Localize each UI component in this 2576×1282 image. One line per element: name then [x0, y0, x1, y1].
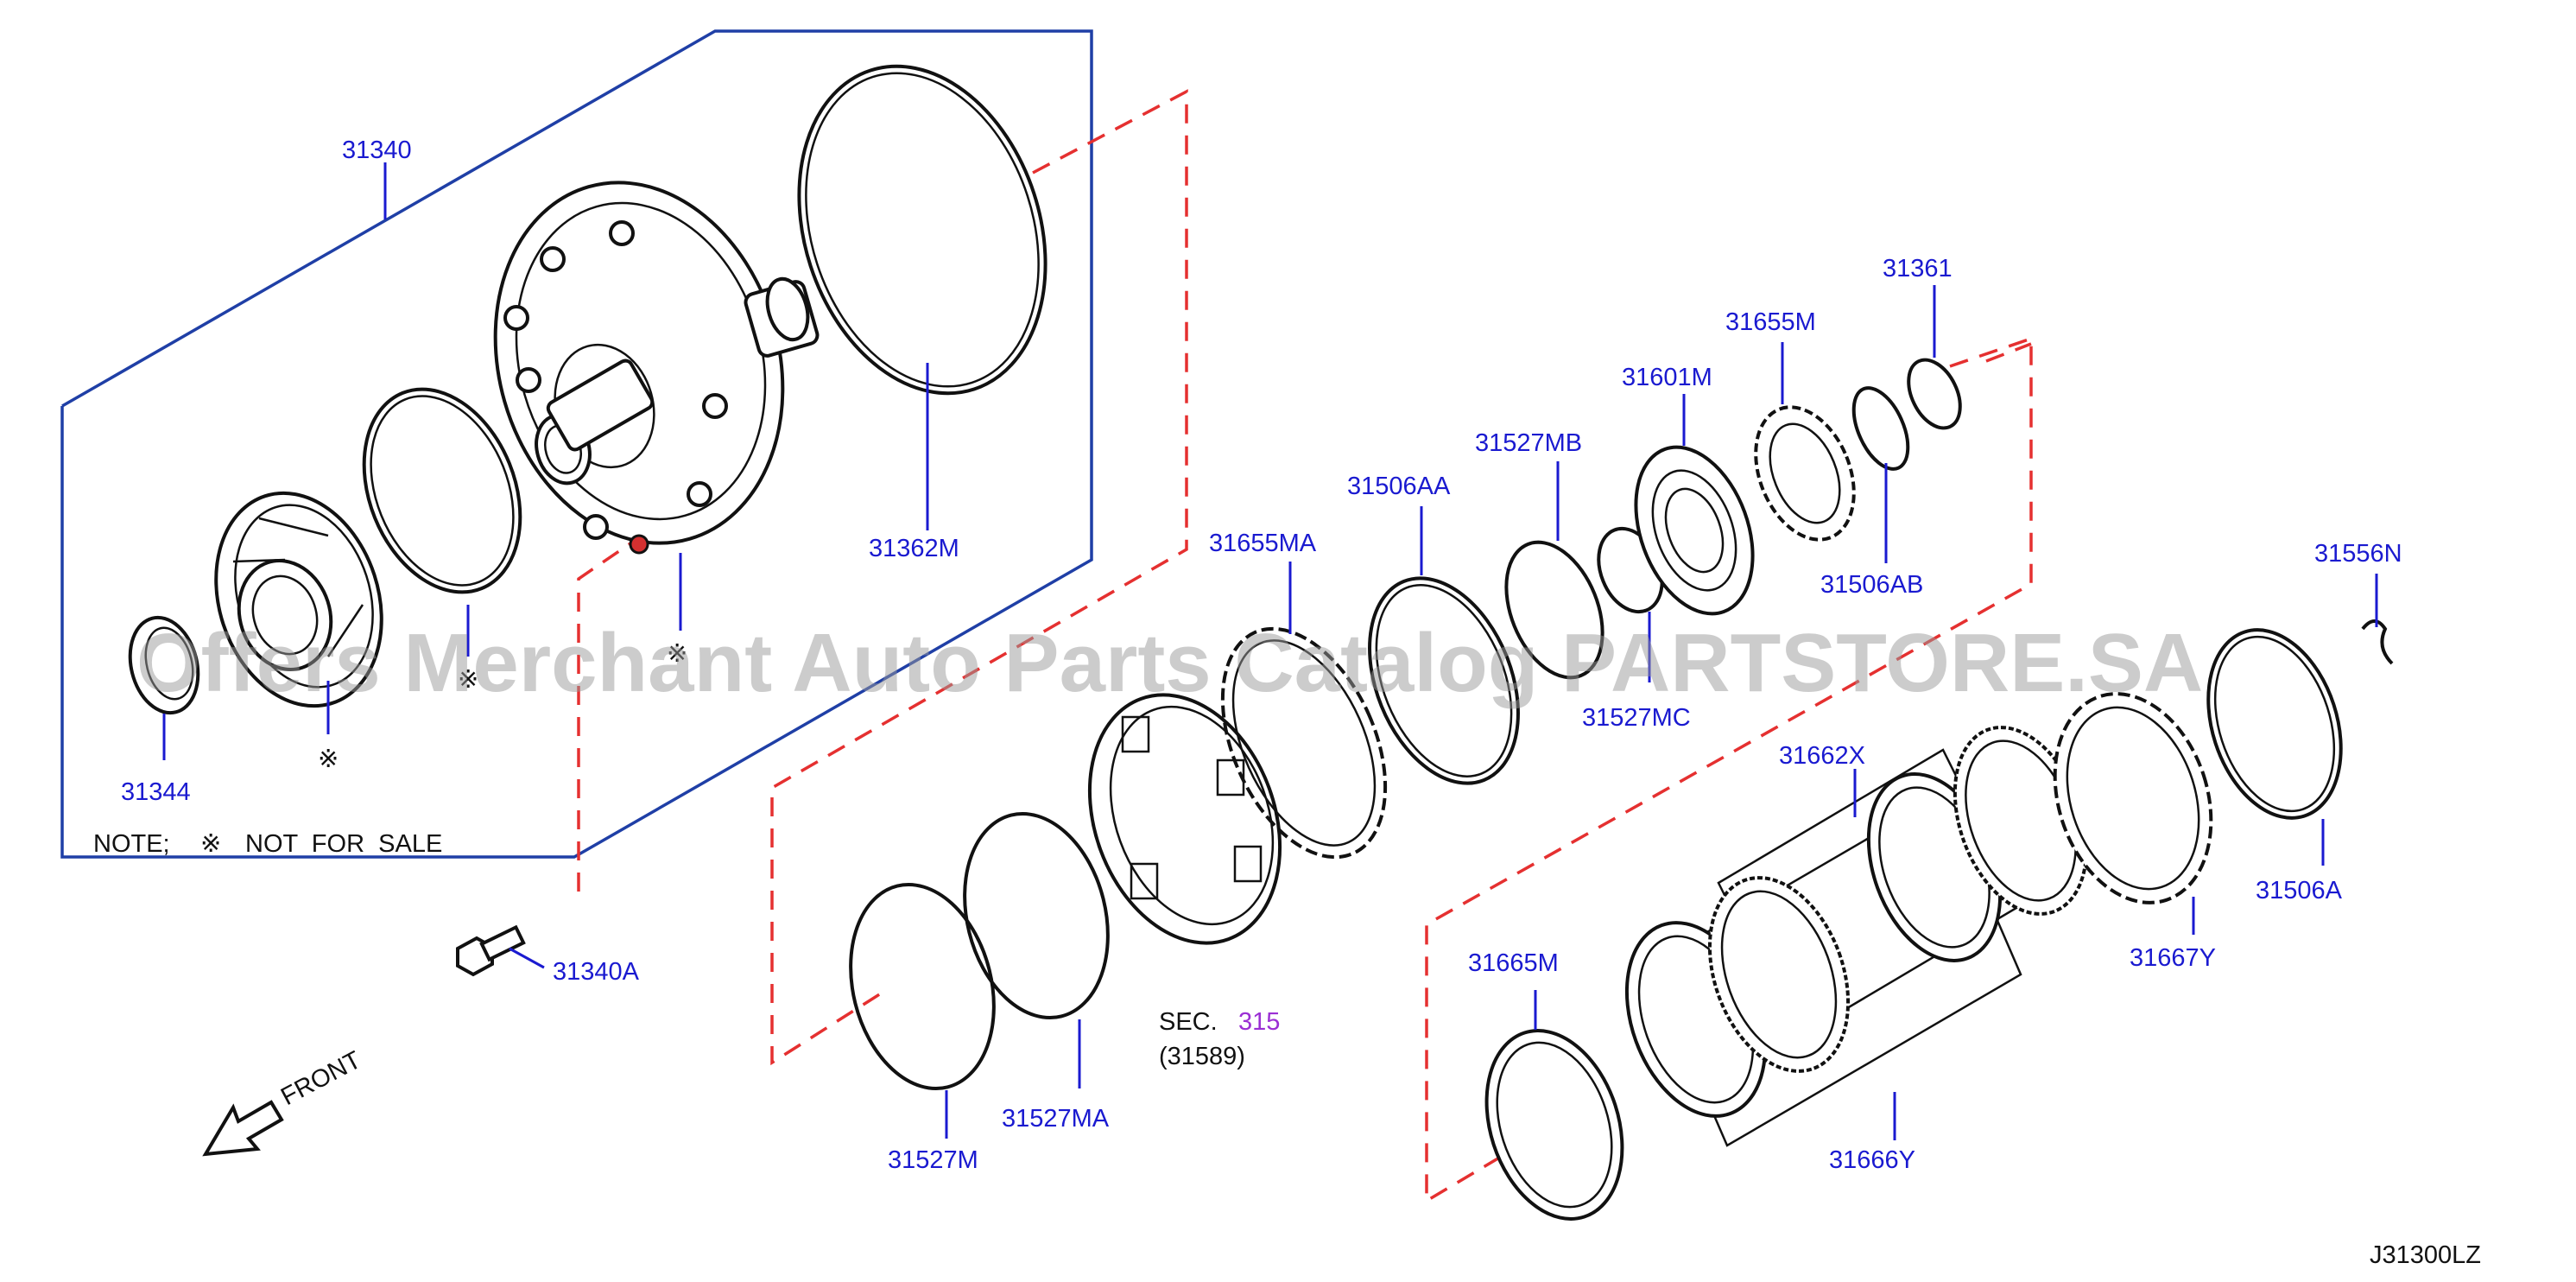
- not-for-sale-mark: ※: [667, 640, 687, 668]
- not-for-sale-marks: ※ ※ ※: [318, 640, 687, 773]
- diagram-code: J31300LZ: [2370, 1241, 2481, 1269]
- snap-ring-31506aa[interactable]: [1341, 556, 1547, 805]
- label-31340a[interactable]: 31340A: [553, 958, 640, 986]
- label-31662x[interactable]: 31662X: [1779, 742, 1865, 770]
- sec-number: 315: [1238, 1008, 1280, 1036]
- clutch-drum[interactable]: [1057, 668, 1313, 969]
- o-ring-31362m[interactable]: [759, 34, 1086, 425]
- oil-seal-31344[interactable]: [121, 610, 208, 720]
- seal-31361[interactable]: [1898, 352, 1971, 436]
- label-31527mb[interactable]: 31527MB: [1475, 429, 1582, 457]
- not-for-sale-mark: ※: [318, 746, 339, 773]
- label-31506ab[interactable]: 31506AB: [1820, 571, 1923, 599]
- dashed-guide-lines: [577, 89, 2033, 1204]
- label-31361[interactable]: 31361: [1883, 255, 1953, 282]
- label-31655ma[interactable]: 31655MA: [1209, 530, 1317, 557]
- not-for-sale-mark: ※: [458, 666, 478, 694]
- snap-ring-31506ab[interactable]: [1843, 380, 1919, 478]
- o-ring-31527mb[interactable]: [1488, 528, 1621, 692]
- piston-31601m[interactable]: [1615, 431, 1775, 630]
- part-labels: 31340 31362M 31344 31340A 31361 31655M 3…: [121, 136, 2402, 1174]
- label-31340[interactable]: 31340: [342, 136, 412, 164]
- label-31665m[interactable]: 31665M: [1468, 949, 1559, 977]
- label-31506aa[interactable]: 31506AA: [1347, 473, 1451, 500]
- front-label: FRONT: [276, 1046, 365, 1111]
- clutch-pack[interactable]: [1602, 709, 2111, 1147]
- note-prefix: NOTE;: [93, 830, 170, 858]
- sec-prefix: SEC.: [1159, 1008, 1218, 1036]
- label-31667y[interactable]: 31667Y: [2130, 944, 2216, 972]
- bolt-31340a[interactable]: [456, 924, 526, 977]
- label-31666y[interactable]: 31666Y: [1829, 1146, 1915, 1174]
- label-31655m[interactable]: 31655M: [1725, 308, 1816, 336]
- label-31556n[interactable]: 31556N: [2314, 540, 2402, 568]
- label-31527m[interactable]: 31527M: [888, 1146, 978, 1174]
- assembly-31340-boundary: [60, 29, 1093, 859]
- leader-lines: [162, 162, 2378, 1140]
- label-31344[interactable]: 31344: [121, 778, 191, 806]
- front-arrow-icon: [202, 1100, 284, 1157]
- label-31527mc[interactable]: 31527MC: [1582, 704, 1691, 732]
- oil-pump-body[interactable]: [454, 149, 824, 578]
- note-text: NOT FOR SALE: [245, 830, 442, 858]
- label-31527ma[interactable]: 31527MA: [1002, 1105, 1110, 1133]
- plate-31665m[interactable]: [1464, 1013, 1645, 1237]
- o-ring-31527m[interactable]: [830, 869, 1014, 1104]
- note: NOTE; ※ NOT FOR SALE: [93, 830, 442, 858]
- front-indicator: FRONT: [202, 1046, 366, 1157]
- label-31601m[interactable]: 31601M: [1622, 364, 1712, 391]
- pump-cover[interactable]: [190, 472, 408, 728]
- label-31506a[interactable]: 31506A: [2256, 877, 2343, 904]
- spring-retainer-31655ma[interactable]: [1190, 604, 1418, 882]
- spring-31655m[interactable]: [1737, 392, 1872, 554]
- sec-sub: (31589): [1159, 1043, 1245, 1070]
- o-ring-31527ma[interactable]: [944, 798, 1128, 1033]
- label-31362m[interactable]: 31362M: [869, 535, 959, 562]
- watermark: Offers Merchant Auto Parts Catalog PARTS…: [136, 617, 2203, 709]
- o-ring-medium[interactable]: [335, 365, 548, 615]
- note-symbol: ※: [200, 830, 221, 858]
- plate-31667y[interactable]: [2029, 673, 2237, 923]
- section-reference[interactable]: SEC. 315 (31589): [1159, 1008, 1280, 1070]
- clip-31556n[interactable]: [2361, 619, 2394, 665]
- snap-ring-31506a[interactable]: [2186, 612, 2364, 835]
